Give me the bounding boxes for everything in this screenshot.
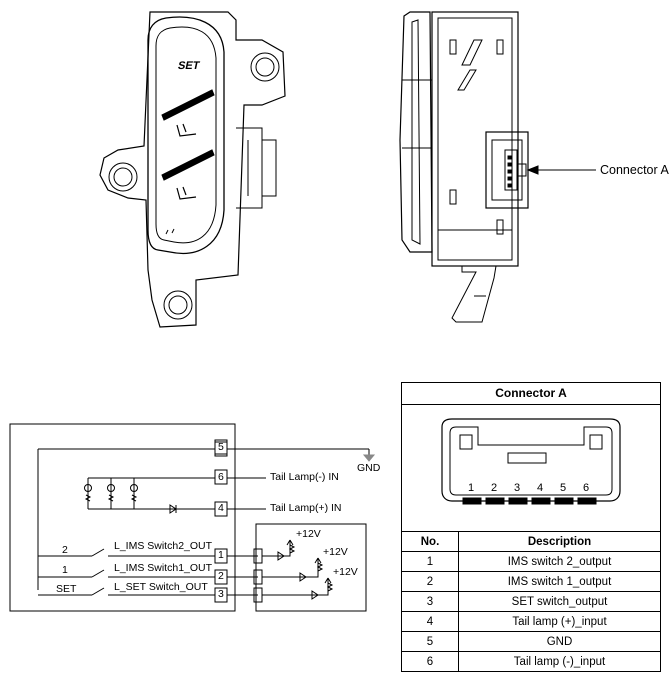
switch-set-label: SET (56, 583, 77, 595)
row-no: 4 (402, 611, 459, 632)
tail-lamp-plus-label: Tail Lamp(+) IN (270, 502, 342, 514)
pin-6-label: 6 (218, 471, 224, 483)
pin-2-label: 2 (218, 570, 224, 582)
v12-label-2: +12V (323, 546, 348, 558)
switch-2-label: 2 (62, 544, 68, 556)
pin-number-5: 5 (560, 482, 567, 494)
pin-number-3: 3 (514, 482, 521, 494)
pin-description-table: No. Description 1 IMS switch 2_output 2 … (402, 532, 660, 671)
header-description: Description (527, 535, 592, 548)
pin-5-label: 5 (218, 441, 224, 453)
row-description: Tail lamp (-)_input (458, 651, 660, 671)
switch-side-view (399, 11, 596, 323)
ims2-out-label: L_IMS Switch2_OUT (114, 540, 213, 552)
connector-face-figure: 1 2 3 4 5 6 (402, 405, 660, 532)
row-no: 6 (402, 651, 459, 671)
pin-number-6: 6 (583, 482, 590, 494)
row-description: Tail lamp (+)_input (458, 611, 660, 632)
ims1-out-label: L_IMS Switch1_OUT (114, 562, 213, 574)
row-no: 5 (402, 631, 459, 652)
table-row: 3 SET switch_output (402, 591, 660, 612)
connector-a-table: Connector A 1 2 3 4 5 6 No. Description … (401, 382, 661, 672)
row-no: 2 (402, 571, 459, 592)
header-no: No. (402, 532, 459, 552)
connector-table-title: Connector A (402, 383, 660, 405)
pin-number-1: 1 (468, 482, 475, 494)
pin-3-label: 3 (218, 588, 224, 600)
table-row: 2 IMS switch 1_output (402, 571, 660, 592)
row-no: 3 (402, 591, 459, 612)
v12-label-1: +12V (296, 528, 321, 540)
row-no: 1 (402, 551, 459, 572)
pin-number-2: 2 (491, 482, 498, 494)
row-description: IMS switch 2_output (458, 551, 660, 572)
table-header-row: No. Description (402, 532, 660, 552)
pin-number-4: 4 (537, 482, 544, 494)
pin-1-label: 1 (218, 549, 224, 561)
row-description: GND (458, 631, 660, 652)
table-row: 6 Tail lamp (-)_input (402, 651, 660, 671)
tail-lamp-minus-label: Tail Lamp(-) IN (270, 471, 339, 483)
row-description: IMS switch 1_output (458, 571, 660, 592)
table-row: 1 IMS switch 2_output (402, 551, 660, 572)
switch-1-label: 1 (62, 564, 68, 576)
pin-4-label: 4 (218, 502, 224, 514)
table-row: 4 Tail lamp (+)_input (402, 611, 660, 632)
set-out-label: L_SET Switch_OUT (114, 581, 208, 593)
v12-label-3: +12V (333, 566, 358, 578)
connector-a-callout: Connector A (600, 163, 669, 177)
row-description: SET switch_output (458, 591, 660, 612)
set-button-icon: SET (176, 60, 201, 72)
gnd-label: GND (357, 462, 381, 474)
table-row: 5 GND (402, 631, 660, 652)
